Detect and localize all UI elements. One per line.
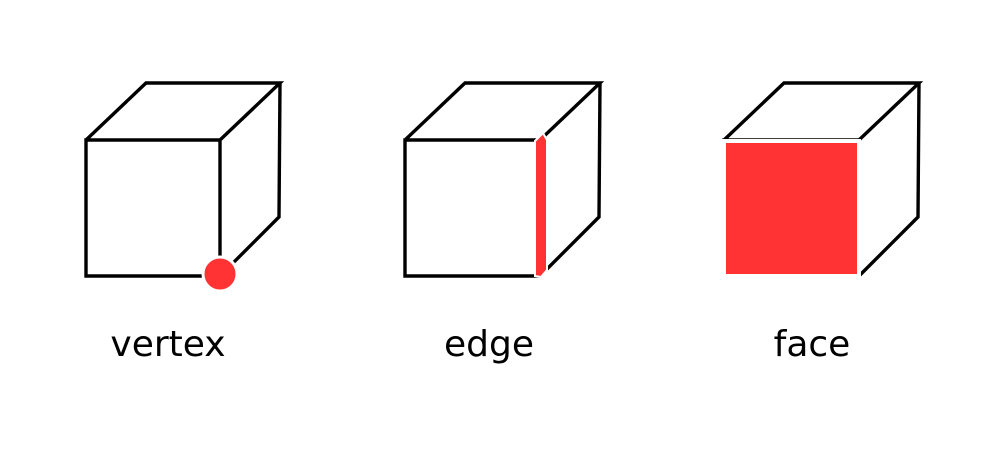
- label-face: face: [774, 324, 851, 365]
- face-highlight: [722, 139, 861, 278]
- label-edge: edge: [444, 324, 534, 365]
- cube-outline: [84, 81, 285, 278]
- label-vertex: vertex: [110, 324, 225, 365]
- edge-highlight: [534, 131, 548, 279]
- cube-face: face: [722, 81, 924, 365]
- vertex-highlight: [201, 255, 239, 293]
- cube-outline: [403, 81, 605, 278]
- cube-edge: edge: [403, 81, 605, 365]
- cube-vertex: vertex: [84, 81, 285, 365]
